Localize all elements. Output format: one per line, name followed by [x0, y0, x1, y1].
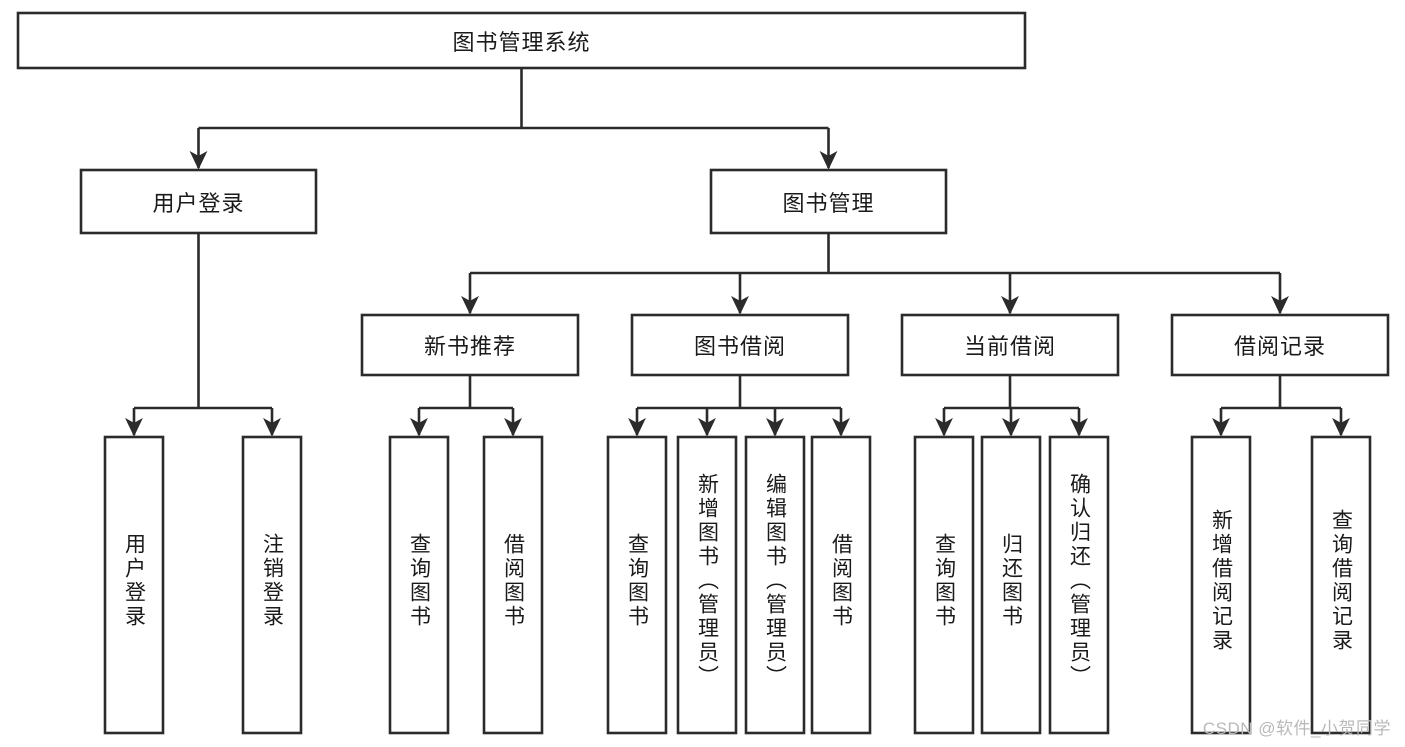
root-box-0 — [16, 11, 1027, 70]
leaf-box-6 — [744, 435, 806, 735]
leaf-box-4 — [606, 435, 668, 735]
level1-box-0 — [79, 168, 318, 235]
leaf-box-1 — [241, 435, 303, 735]
leaf-box-7 — [810, 435, 872, 735]
node-boxes — [16, 11, 1390, 735]
leaf-box-9 — [980, 435, 1042, 735]
leaf-box-0 — [103, 435, 165, 735]
level1-box-1 — [709, 168, 948, 235]
leaf-box-11 — [1190, 435, 1252, 735]
level2-box-3 — [1170, 313, 1390, 377]
level2-box-0 — [360, 313, 580, 377]
leaf-box-10 — [1048, 435, 1110, 735]
level2-box-1 — [630, 313, 850, 377]
level2-box-2 — [900, 313, 1120, 377]
leaf-box-3 — [482, 435, 544, 735]
leaf-box-2 — [388, 435, 450, 735]
connector-edges — [125, 68, 1350, 437]
leaf-box-12 — [1310, 435, 1372, 735]
leaf-box-5 — [676, 435, 738, 735]
leaf-box-8 — [913, 435, 975, 735]
